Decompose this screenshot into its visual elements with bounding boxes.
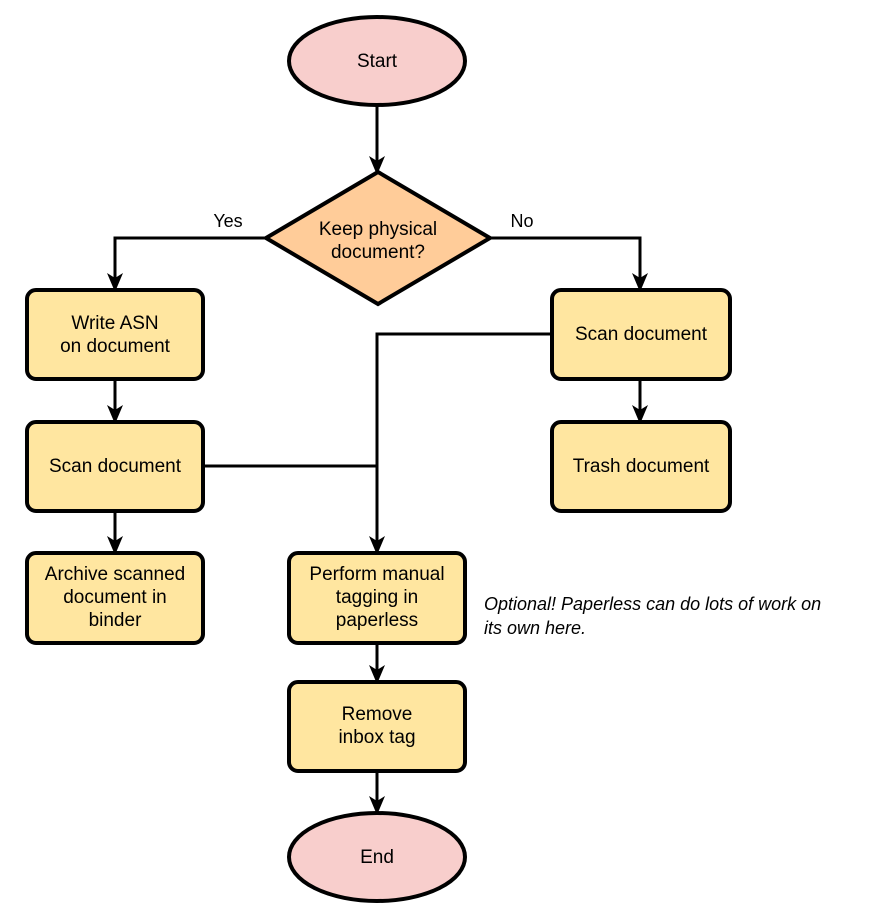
annotation-line2: its own here. xyxy=(484,618,586,638)
edge-scan-right-to-manual-tagging xyxy=(369,332,552,555)
edge-decision-no-to-scan-right xyxy=(490,236,648,292)
annotation-line1: Optional! Paperless can do lots of work … xyxy=(484,594,821,614)
scan-document-right-box xyxy=(550,288,732,381)
edge-scan-left-to-archive xyxy=(107,511,123,555)
manual-tagging-box xyxy=(287,551,467,645)
manual-tagging-label-line1: Perform manual xyxy=(309,564,444,585)
decision-label-line2: document? xyxy=(331,242,425,263)
start-ellipse xyxy=(287,15,467,107)
trash-document-box xyxy=(550,420,732,513)
write-asn-box xyxy=(25,288,205,381)
remove-inbox-tag-box xyxy=(287,680,467,773)
edge-label-no: No xyxy=(510,211,533,231)
edge-start-to-decision xyxy=(369,103,385,175)
write-asn-label-line2: on document xyxy=(60,336,171,357)
node-trash-document[interactable]: Trash document xyxy=(550,420,732,513)
decision-diamond xyxy=(262,169,494,307)
scan-document-left-box xyxy=(25,420,205,513)
remove-inbox-tag-label-line2: inbox tag xyxy=(338,727,415,748)
node-scan-document-left[interactable]: Scan document xyxy=(25,420,205,513)
node-archive-in-binder[interactable]: Archive scanned document in binder xyxy=(25,551,205,645)
end-ellipse xyxy=(287,811,467,903)
node-manual-tagging[interactable]: Perform manual tagging in paperless xyxy=(287,551,467,645)
trash-document-label: Trash document xyxy=(573,456,710,477)
start-label: Start xyxy=(357,51,398,72)
node-scan-document-right[interactable]: Scan document xyxy=(550,288,732,381)
edge-manual-tagging-to-remove-inbox-tag xyxy=(369,643,385,684)
decision-label-line1: Keep physical xyxy=(319,219,437,240)
write-asn-label-line1: Write ASN xyxy=(71,313,158,334)
edge-scan-right-to-trash xyxy=(632,379,648,424)
node-end[interactable]: End xyxy=(287,811,467,903)
scan-document-right-label: Scan document xyxy=(575,324,708,345)
node-write-asn[interactable]: Write ASN on document xyxy=(25,288,205,381)
end-label: End xyxy=(360,847,394,868)
archive-label-line2: document in xyxy=(63,587,167,608)
node-start[interactable]: Start xyxy=(287,15,467,107)
edge-decision-yes-to-write-asn xyxy=(107,236,266,292)
remove-inbox-tag-label-line1: Remove xyxy=(342,704,413,725)
manual-tagging-label-line3: paperless xyxy=(336,610,418,631)
archive-in-binder-box xyxy=(25,551,205,645)
node-remove-inbox-tag[interactable]: Remove inbox tag xyxy=(287,680,467,773)
edge-label-yes: Yes xyxy=(213,211,242,231)
archive-label-line1: Archive scanned xyxy=(45,564,185,585)
manual-tagging-label-line2: tagging in xyxy=(336,587,418,608)
annotation-optional-paperless: Optional! Paperless can do lots of work … xyxy=(484,594,821,638)
archive-label-line3: binder xyxy=(89,610,142,631)
edge-write-asn-to-scan-left xyxy=(107,379,123,424)
node-keep-physical-document[interactable]: Keep physical document? xyxy=(262,169,494,307)
scan-document-left-label: Scan document xyxy=(49,456,182,477)
edge-remove-inbox-tag-to-end xyxy=(369,771,385,815)
